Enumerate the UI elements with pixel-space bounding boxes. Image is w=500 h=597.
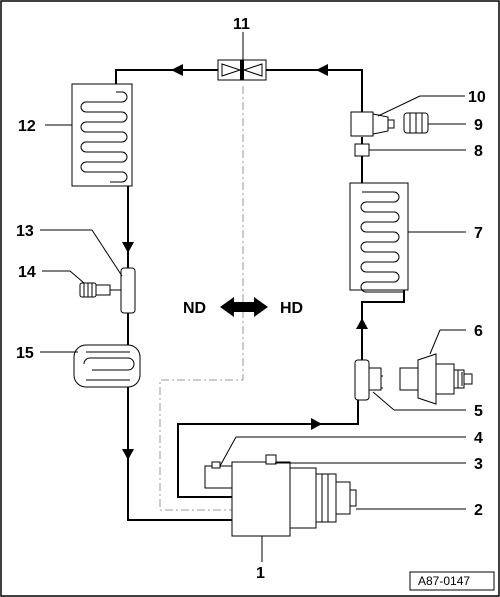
callout-10: 10 [468, 89, 486, 106]
valve-cap [403, 112, 429, 134]
callout-4: 4 [474, 430, 483, 447]
service-valve-high [354, 359, 383, 401]
compressor [204, 454, 357, 537]
callout-9: 9 [474, 117, 483, 134]
refrigerant-lines [115, 69, 405, 521]
pressure-zone-arrow [220, 297, 268, 317]
accumulator [73, 344, 141, 388]
high-pressure-port [350, 111, 395, 137]
callout-3: 3 [474, 456, 483, 473]
reference-code-box: A87-0147 [409, 571, 495, 591]
callout-14: 14 [18, 264, 36, 281]
high-pressure-zone-label: HD [280, 300, 303, 317]
flow-arrows [122, 64, 368, 460]
callout-2: 2 [474, 502, 483, 519]
expansion-valve [217, 59, 267, 81]
fitting [354, 143, 370, 157]
condenser [349, 182, 409, 293]
callout-5: 5 [474, 403, 483, 420]
pressure-sensor-high [399, 353, 473, 405]
callout-7: 7 [474, 225, 483, 242]
callout-12: 12 [18, 118, 36, 135]
callout-6: 6 [474, 323, 483, 340]
callout-1: 1 [256, 565, 265, 582]
low-pressure-zone-label: ND [183, 300, 206, 317]
service-valve-low [110, 267, 136, 314]
callout-11: 11 [233, 16, 250, 33]
callout-13: 13 [16, 223, 34, 240]
leader-lines [40, 32, 466, 562]
reference-code: A87-0147 [418, 574, 470, 588]
evaporator [71, 83, 133, 187]
pressure-sensor-low [79, 282, 111, 298]
callout-15: 15 [16, 345, 34, 362]
callout-8: 8 [474, 143, 483, 160]
center-lines [159, 86, 300, 511]
